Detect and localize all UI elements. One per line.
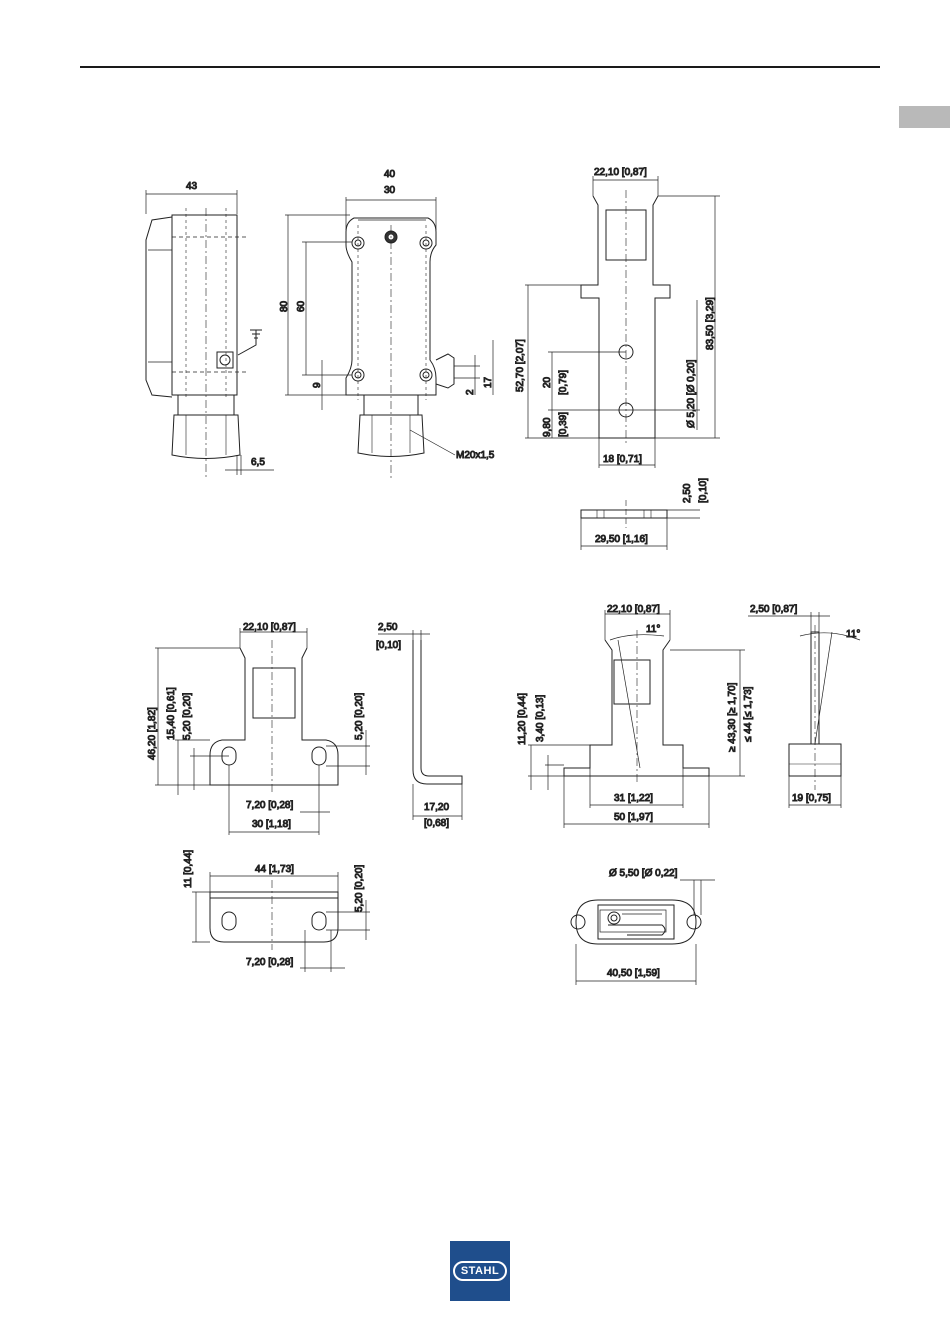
dim-plate-width: 44 [1,73]	[255, 864, 294, 875]
dim-flat-bottom: 9,80	[542, 417, 553, 437]
header-rule	[80, 66, 880, 68]
actuator-flex-top-view	[570, 879, 715, 985]
dim-flex-outer: 50 [1,97]	[614, 812, 653, 823]
dim-flex-inner: 31 [1,22]	[614, 793, 653, 804]
logo-text: STAHL	[452, 1261, 508, 1281]
dim-flex-head: 22,10 [0,87]	[607, 604, 660, 615]
dim-flex-angle: 11°	[646, 624, 660, 635]
dim-plate-hole: 5,20 [0,20]	[354, 865, 365, 912]
dim-angled-head: 22,10 [0,87]	[243, 622, 296, 633]
dim-flat-plate: 29,50 [1,16]	[595, 534, 648, 545]
dim-front-hole-offset: 9	[312, 382, 323, 388]
dim-cable-b: 17	[483, 376, 494, 388]
dim-flat-hole-dia: Ø 5,20 [Ø 0,20]	[686, 359, 697, 428]
dim-flat-head: 22,10 [0,87]	[594, 167, 647, 178]
dim-angled-leg: 17,20	[424, 802, 449, 813]
dim-front-inner: 30	[384, 185, 396, 196]
dim-flex-max: ≤ 44 [≤ 1,73]	[743, 686, 754, 742]
stahl-logo: STAHL	[450, 1241, 510, 1301]
dim-flex-top-width: 40,50 [1,59]	[607, 968, 660, 979]
actuator-flex-view	[528, 610, 745, 828]
dim-angled-spacing: 30 [1,18]	[252, 819, 291, 830]
dim-flat-bottom-in: [0,39]	[558, 412, 569, 437]
dim-flex-side-width: 19 [0,75]	[792, 793, 831, 804]
dim-angled-hole-right: 5,20 [0,20]	[354, 693, 365, 740]
dim-angled-thickness-in: [0,10]	[376, 640, 401, 651]
switch-side-view	[145, 190, 274, 480]
actuator-plate-view	[192, 872, 370, 972]
switch-front-view	[285, 197, 494, 480]
dim-angled-total: 46,20 [1,82]	[147, 707, 158, 760]
actuator-flat-view	[525, 176, 720, 550]
dim-switch-offset: 6,5	[251, 457, 265, 468]
dim-flat-spacing: 20	[542, 376, 553, 388]
dim-plate-offset: 7,20 [0,28]	[246, 957, 293, 968]
dim-angled-hole: 5,20 [0,20]	[182, 693, 193, 740]
dim-flex-side-thickness: 2,50 [0,87]	[750, 604, 797, 615]
dim-angled-thickness: 2,50	[378, 622, 398, 633]
dim-switch-width: 43	[186, 181, 198, 192]
label-thread: M20x1,5	[456, 450, 495, 461]
dim-angled-offset: 7,20 [0,28]	[246, 800, 293, 811]
dim-flat-upper: 52,70 [2,07]	[515, 339, 526, 392]
dim-flat-total: 83,50 [3,29]	[705, 297, 716, 350]
dim-plate-height: 11 [0,44]	[183, 850, 194, 888]
dim-flat-base: 18 [0,71]	[603, 454, 642, 465]
dim-flex-side-angle: 11°	[846, 629, 860, 640]
dim-flat-thickness-in: [0,10]	[698, 478, 709, 503]
dim-flat-spacing-in: [0,79]	[558, 370, 569, 395]
dim-flat-thickness: 2,50	[682, 483, 693, 503]
dim-angled-mid: 15,40 [0,61]	[166, 687, 177, 740]
side-tab-marker	[899, 106, 950, 128]
dim-flex-base-low: 3,40 [0,13]	[535, 695, 546, 742]
dim-flex-base: 11,20 [0,44]	[517, 693, 528, 745]
dim-front-outer: 40	[384, 169, 396, 180]
dim-cable-a: 2	[465, 389, 476, 395]
dim-angled-leg-in: [0,68]	[424, 818, 449, 829]
dim-front-height: 80	[279, 300, 290, 312]
dim-front-holes: 60	[296, 300, 307, 312]
actuator-angled-view	[155, 628, 463, 835]
dim-flex-min: ≥ 43,30 [≥ 1,70]	[727, 682, 738, 752]
dim-flex-top-hole: Ø 5,50 [Ø 0,22]	[609, 868, 678, 879]
actuator-flex-side-view	[748, 612, 861, 808]
